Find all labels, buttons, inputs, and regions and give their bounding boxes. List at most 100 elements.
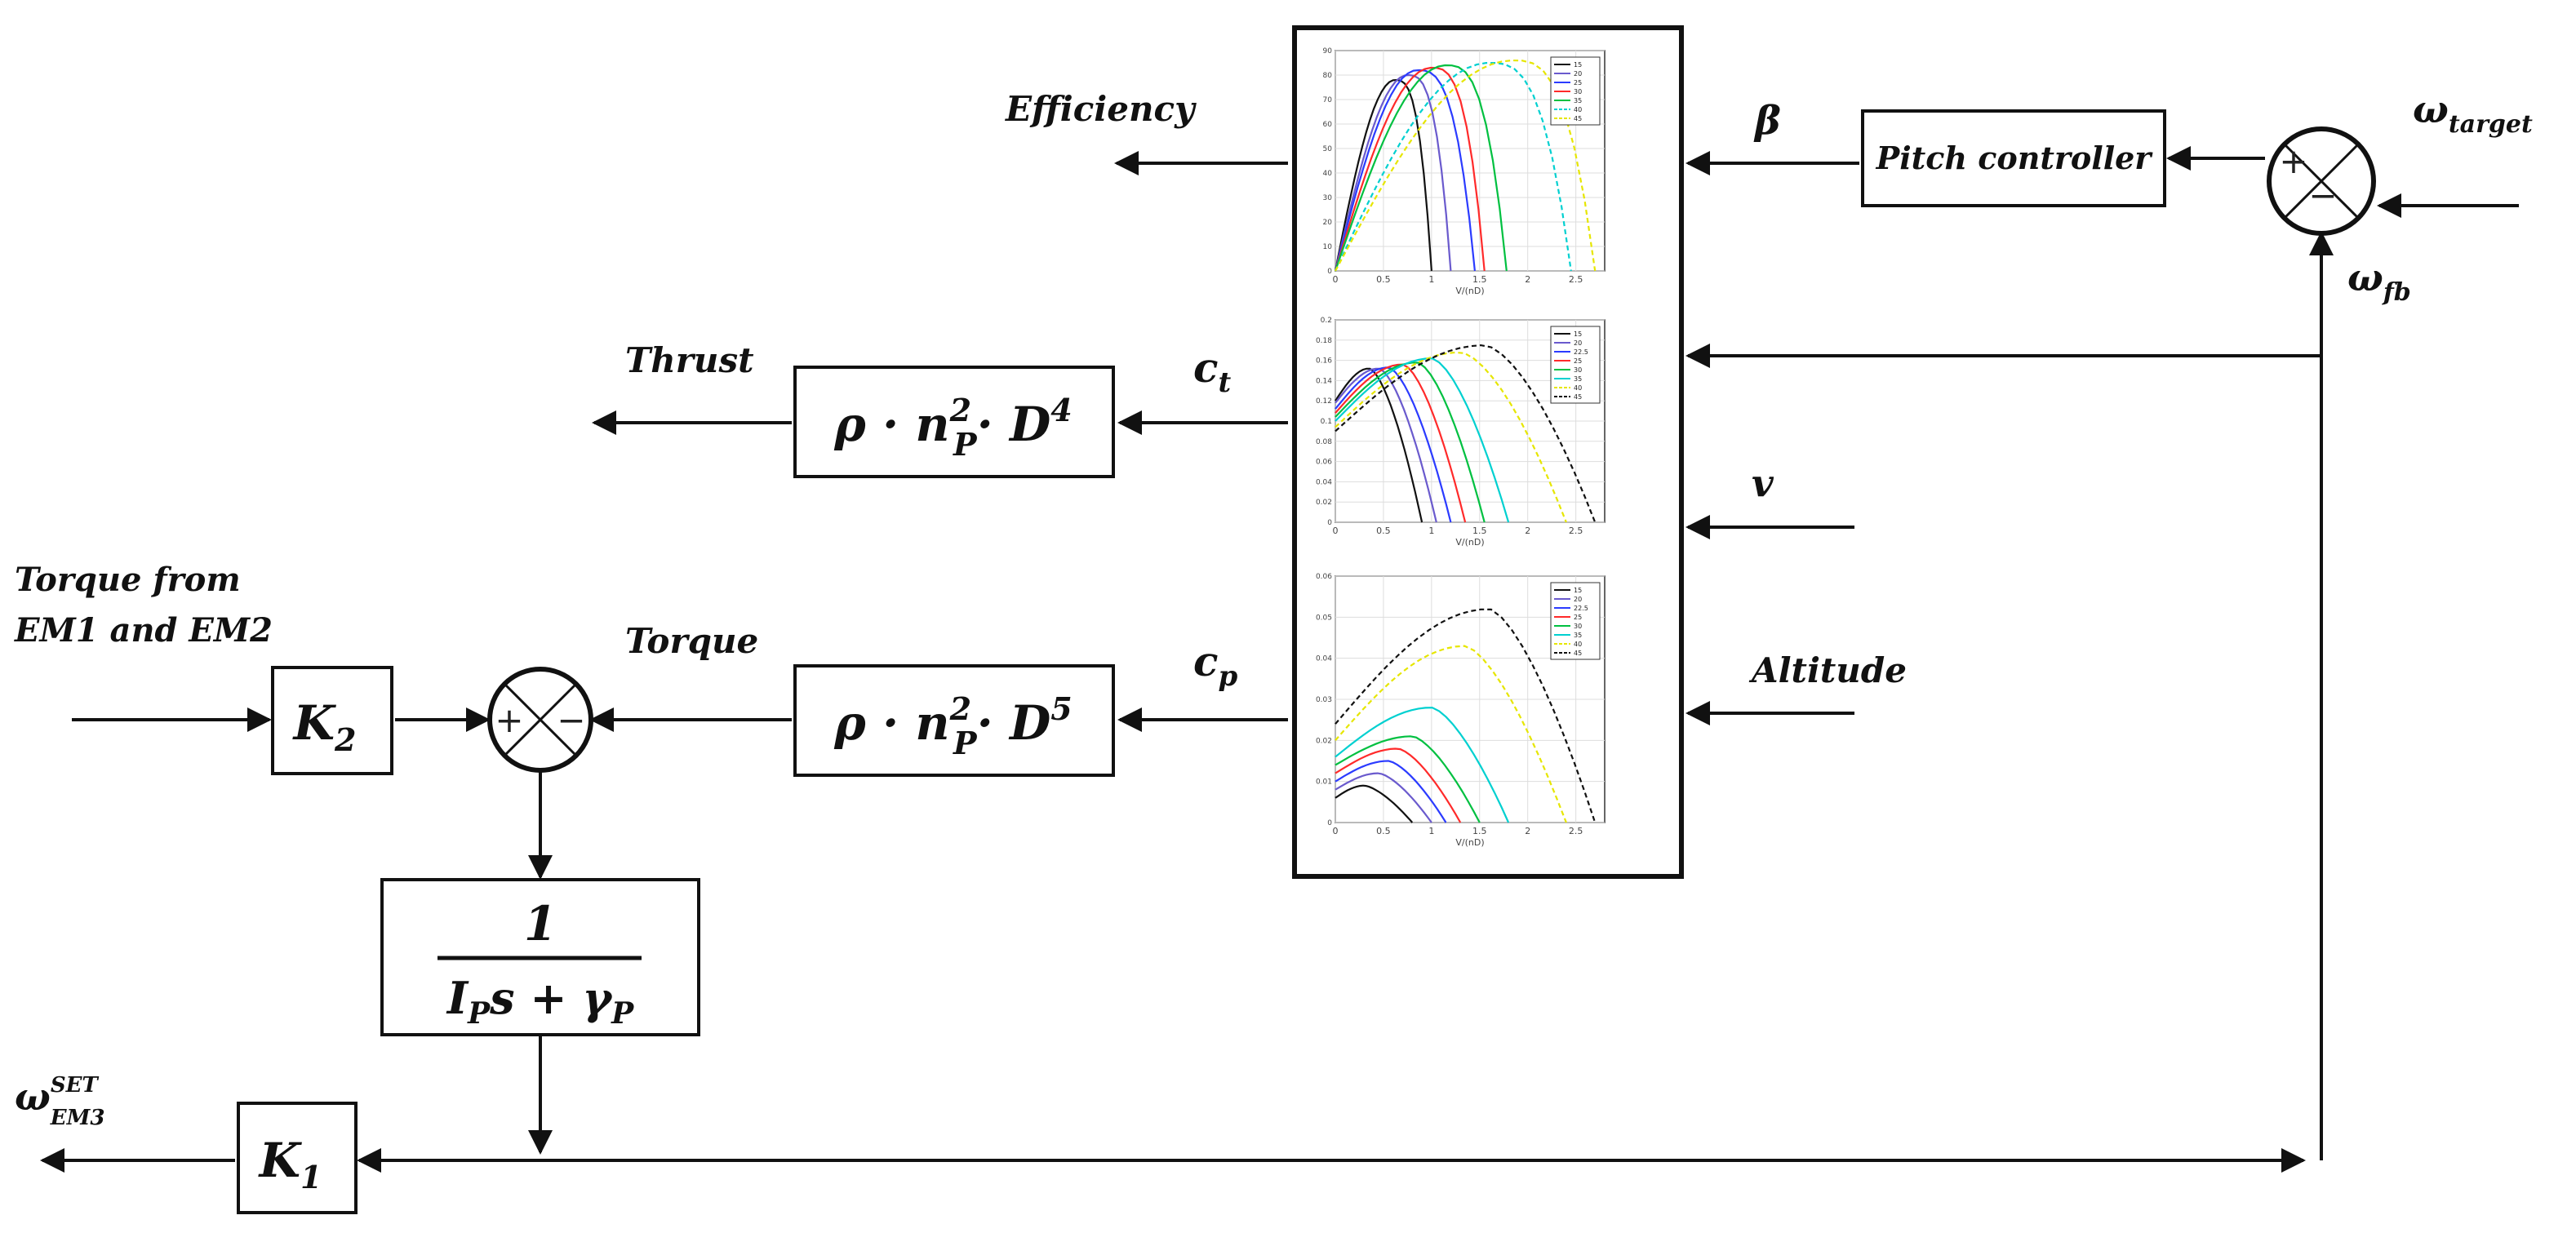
x-tick-label: 0.5 <box>1376 526 1391 536</box>
series-line <box>1335 707 1510 823</box>
pitch-controller-block: Pitch controller <box>1861 109 2166 207</box>
legend-entry: 45 <box>1574 393 1582 401</box>
series-line <box>1334 64 1508 272</box>
y-tick-label: 80 <box>1323 72 1333 80</box>
y-tick-label: 10 <box>1323 243 1333 251</box>
x-axis-label: V/(nD) <box>1455 537 1484 548</box>
x-tick-label: 0 <box>1333 826 1339 836</box>
legend-entry: 25 <box>1574 614 1582 621</box>
y-tick-label: 0 <box>1327 268 1332 276</box>
series-line <box>1335 62 1572 272</box>
legend-entry: 40 <box>1574 106 1582 113</box>
legend-entry: 45 <box>1574 115 1582 122</box>
legend-entry: 22.5 <box>1574 348 1588 356</box>
legend-entry: 20 <box>1574 70 1582 78</box>
sum-junction-speed: + − <box>2267 126 2376 236</box>
y-tick-label: 50 <box>1323 145 1333 153</box>
x-axis-label: V/(nD) <box>1455 286 1484 296</box>
legend-entry: 15 <box>1574 61 1582 69</box>
cp-label: cp <box>1193 637 1237 693</box>
series-line <box>1334 69 1476 272</box>
series-line <box>1335 351 1567 523</box>
y-tick-label: 0.02 <box>1316 499 1332 507</box>
x-tick-label: 2 <box>1525 274 1530 285</box>
y-tick-label: 30 <box>1323 194 1333 202</box>
torque-label: Torque <box>625 621 758 661</box>
y-tick-label: 60 <box>1323 121 1333 129</box>
legend-entry: 45 <box>1574 650 1582 657</box>
transfer-function-block: 1 IPs + γP <box>380 878 700 1036</box>
series-line <box>1335 367 1423 523</box>
legend-box <box>1550 326 1601 404</box>
y-tick-label: 70 <box>1323 96 1333 104</box>
x-tick-label: 2.5 <box>1569 526 1583 536</box>
series-line <box>1335 645 1567 823</box>
y-tick-label: 0.12 <box>1316 397 1332 406</box>
y-tick-label: 0 <box>1327 519 1332 527</box>
sum-minus-sign: − <box>2308 175 2337 215</box>
legend-entry: 35 <box>1574 97 1582 104</box>
y-tick-label: 0.03 <box>1316 696 1332 704</box>
sum-minus-sign: − <box>557 700 585 740</box>
omega-fb-label: ωfb <box>2347 255 2411 307</box>
y-tick-label: 20 <box>1323 219 1333 227</box>
series-line <box>1335 608 1597 823</box>
y-tick-label: 0.06 <box>1316 459 1332 467</box>
y-tick-label: 90 <box>1323 47 1333 55</box>
x-tick-label: 2 <box>1525 526 1530 536</box>
efficiency-label: Efficiency <box>1005 89 1197 129</box>
beta-label: β <box>1753 98 1781 144</box>
torque-from-label-line2: EM1 and EM2 <box>14 611 273 650</box>
y-tick-label: 0.16 <box>1316 357 1332 366</box>
legend-entry: 30 <box>1574 366 1582 374</box>
k1-block: K1 <box>237 1102 358 1214</box>
y-tick-label: 0.05 <box>1316 614 1332 622</box>
legend-entry: 15 <box>1574 330 1582 338</box>
legend-entry: 20 <box>1574 339 1582 347</box>
x-tick-label: 1.5 <box>1472 826 1487 836</box>
y-tick-label: 0.14 <box>1316 377 1332 385</box>
legend-entry: 22.5 <box>1574 605 1588 612</box>
k2-label: K2 <box>292 695 357 758</box>
tf-denominator: IPs + γP <box>446 972 634 1031</box>
legend-box <box>1550 582 1601 660</box>
series-line <box>1335 772 1432 823</box>
omega-target-label: ωtarget <box>2413 87 2533 139</box>
altitude-label: Altitude <box>1748 650 1907 690</box>
series-line <box>1335 59 1597 272</box>
x-tick-label: 0 <box>1333 526 1339 536</box>
legend-entry: 40 <box>1574 641 1582 648</box>
x-tick-label: 1.5 <box>1472 274 1487 285</box>
x-tick-label: 1 <box>1428 274 1434 285</box>
legend-entry: 15 <box>1574 587 1582 594</box>
y-tick-label: 0.02 <box>1316 737 1332 745</box>
series-line <box>1335 760 1447 823</box>
wires <box>40 146 2519 1173</box>
series-line <box>1335 357 1510 523</box>
y-tick-label: 0.06 <box>1316 573 1332 581</box>
y-tick-label: 40 <box>1323 170 1333 178</box>
ct-label: ct <box>1193 344 1231 399</box>
thrust-label: Thrust <box>625 340 754 380</box>
legend-entry: 35 <box>1574 632 1582 639</box>
k2-block: K2 <box>271 666 393 775</box>
pitch-controller-label: Pitch controller <box>1876 140 2154 176</box>
series-line <box>1334 78 1432 272</box>
y-tick-label: 0.18 <box>1316 337 1332 345</box>
x-tick-label: 2 <box>1525 826 1530 836</box>
y-tick-label: 0.08 <box>1316 438 1332 446</box>
x-tick-label: 0.5 <box>1376 826 1391 836</box>
x-axis-label: V/(nD) <box>1455 837 1484 848</box>
legend-entry: 20 <box>1574 596 1582 603</box>
legend-entry: 35 <box>1574 375 1582 383</box>
legend-entry: 30 <box>1574 623 1582 630</box>
sum-plus-sign: + <box>495 700 523 740</box>
